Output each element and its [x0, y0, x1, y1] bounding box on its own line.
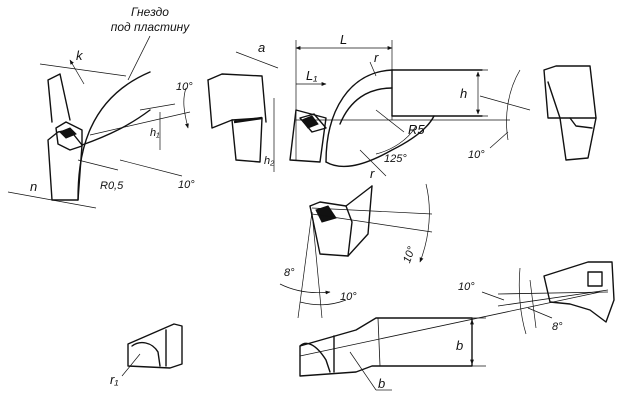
dim-r-top-leader [369, 61, 377, 77]
view-8-small-detail: r₁ [110, 323, 183, 387]
angle-10a-ray [139, 103, 176, 111]
view2-bottom [231, 117, 263, 163]
view8-body [127, 323, 183, 369]
label-L1: L₁ [306, 68, 317, 83]
view1-arc-inner [81, 109, 151, 146]
angle-10f-leader [481, 291, 505, 301]
dim-k-line [39, 63, 127, 77]
label-125: 125° [384, 153, 407, 165]
label-R5: R5 [408, 122, 425, 137]
ray-8deg-b [311, 211, 323, 319]
view5-top [309, 185, 373, 207]
view1-body [47, 129, 83, 201]
label-h2: h₂ [264, 155, 275, 167]
angle-10b-leader [119, 159, 183, 177]
angle-10f-arc [518, 267, 527, 335]
view2-top [207, 73, 267, 123]
angle-10a-arc [183, 87, 189, 129]
angle-10c-leader [489, 131, 509, 149]
view1-arc-outer [77, 71, 151, 201]
angle-8b-leader [527, 307, 553, 319]
view7-ray-2 [497, 289, 609, 307]
angle-10e-arc [299, 299, 347, 306]
angle-125-arc [375, 125, 417, 155]
view1-insert [59, 127, 77, 139]
dim-n-line [7, 191, 97, 209]
label-10d: 10° [401, 244, 418, 264]
angle-8b-arc [529, 279, 537, 329]
label-10e: 10° [340, 291, 357, 303]
caption-leader [127, 35, 151, 81]
label-8a: 8° [284, 267, 295, 279]
view-4-end [543, 65, 597, 161]
dim-r05-leader [77, 159, 119, 171]
view4-body [543, 65, 597, 161]
view6-body [299, 317, 473, 377]
label-k: k [76, 48, 84, 63]
view6-chip-groove [299, 342, 331, 373]
label-b-leader: b [378, 376, 385, 391]
view3-insert [301, 115, 319, 129]
dim-k-arrow [69, 59, 85, 85]
label-h1: h₁ [150, 127, 160, 139]
view2-insert-edge [233, 116, 263, 124]
view-6-shank: b b [299, 291, 601, 391]
angle-8a-arc [279, 283, 331, 295]
view1-seat [55, 121, 83, 151]
label-L: L [340, 32, 347, 47]
dim-a-line [235, 51, 279, 69]
view4-face [547, 81, 597, 119]
dim-r-bottom-leader [359, 149, 387, 177]
label-10f: 10° [458, 281, 475, 293]
label-h: h [460, 86, 467, 101]
view-1-insert-seat: k n R0,5 [7, 48, 191, 209]
view-2-profile [207, 73, 267, 163]
label-r05: R0,5 [100, 180, 124, 192]
label-10a: 10° [176, 81, 193, 93]
view7-body [543, 261, 615, 323]
view1-body-top [47, 73, 71, 123]
caption-line1: Гнездо [131, 5, 169, 19]
angle-10d-arc [419, 183, 430, 263]
view3-arc-top [325, 69, 483, 163]
view3-arc-bottom [325, 115, 435, 168]
view8-groove [131, 341, 161, 367]
view-5-insert-detail: 10° 8° 10° [279, 183, 433, 319]
dim-r5-leader [375, 109, 405, 133]
view5-ray-2 [311, 213, 433, 233]
angle-10c-ray [479, 95, 531, 111]
label-n: n [30, 179, 37, 194]
label-r1: r₁ [110, 372, 118, 387]
ray-8deg-a [297, 211, 313, 319]
view7-insert [587, 271, 603, 287]
angle-10c-arc [506, 69, 521, 141]
view5-back [347, 185, 373, 257]
caption-line2: под пластину [111, 20, 191, 34]
view3-arc-inner [339, 87, 393, 125]
view1-axis [89, 111, 191, 136]
label-10b: 10° [178, 179, 195, 191]
view4-seat [569, 117, 593, 129]
dim-b-leader [349, 351, 377, 391]
view-7-right-insert: 10° 8° [458, 261, 615, 335]
label-8b: 8° [552, 321, 563, 333]
dim-r1-leader [121, 353, 141, 377]
label-r-bottom: r [370, 166, 375, 181]
label-r-top: r [374, 50, 379, 65]
view6-step [377, 317, 381, 367]
label-10c: 10° [468, 149, 485, 161]
label-a: a [258, 40, 265, 55]
view5-insert [315, 205, 337, 223]
view-3-main: L L₁ R5 125° r r h₂ h [264, 32, 510, 181]
label-b-dim: b [456, 338, 463, 353]
view5-ray-1 [311, 207, 433, 215]
